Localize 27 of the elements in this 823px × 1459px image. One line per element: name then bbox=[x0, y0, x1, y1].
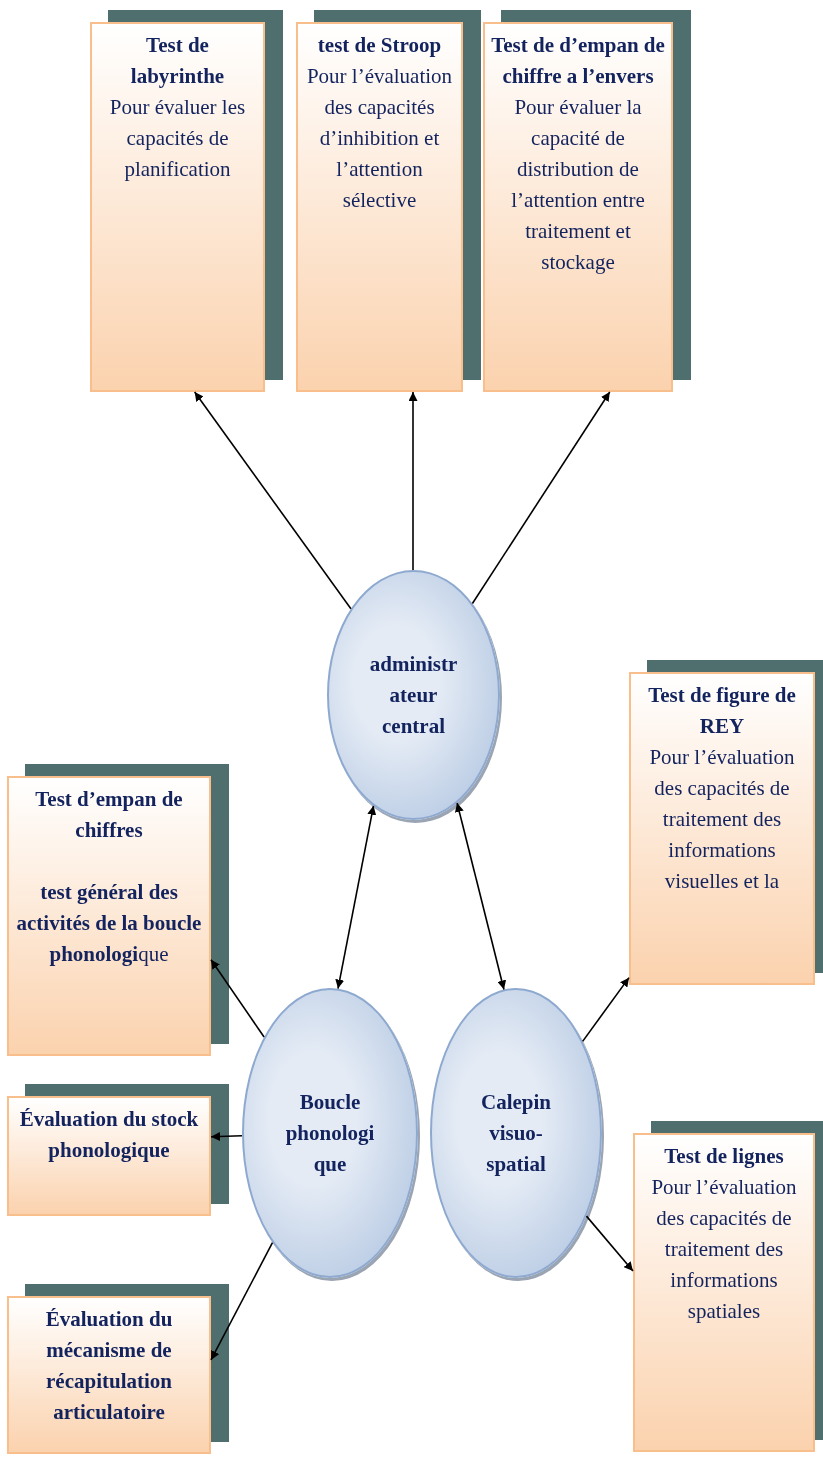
heading-text: administrateur central bbox=[368, 650, 459, 740]
heading-text: test de Stroop bbox=[317, 32, 442, 59]
arrow bbox=[471, 391, 611, 605]
heading-text: Boucle phonologique bbox=[284, 1088, 376, 1178]
description-text: Pour l’évaluation des capacités d’inhibition et l’attention sélective bbox=[305, 63, 454, 214]
arrow bbox=[193, 391, 352, 610]
description-text: Pour évaluer la capacité de distribution de l’attention entre traitement et stockage bbox=[510, 94, 646, 276]
arrow bbox=[585, 1215, 634, 1272]
heading-text: Test de labyrinthe bbox=[129, 32, 226, 90]
description-text: test général des activités de la boucle phonologique bbox=[15, 879, 203, 968]
description-text: Pour évaluer les capacités de planification bbox=[108, 94, 247, 183]
arrow bbox=[454, 802, 507, 991]
heading-text: Calepin visuo-spatial bbox=[480, 1088, 552, 1178]
arrow bbox=[581, 976, 630, 1043]
heading-text: Test de lignes bbox=[664, 1143, 784, 1170]
arrow bbox=[210, 1241, 274, 1361]
arrow bbox=[408, 391, 418, 571]
heading-text: Évaluation du stock phonologique bbox=[18, 1106, 200, 1164]
description-text: Pour l’évaluation des capacités de traitement des informations visuelles et la bbox=[648, 744, 796, 895]
arrow bbox=[210, 958, 265, 1038]
heading-text: Test d’empan de chiffres bbox=[34, 786, 184, 844]
arrow bbox=[335, 805, 377, 990]
heading-text: Test de figure de REY bbox=[647, 682, 797, 740]
heading-text: Évaluation du mécanisme de récapitulation articulatoire bbox=[44, 1306, 174, 1426]
description-text: Pour l’évaluation des capacités de traitement des informations spatiales bbox=[650, 1174, 798, 1325]
arrow bbox=[210, 1132, 243, 1141]
heading-text: Test de d’empan de chiffre a l’envers bbox=[491, 32, 665, 90]
